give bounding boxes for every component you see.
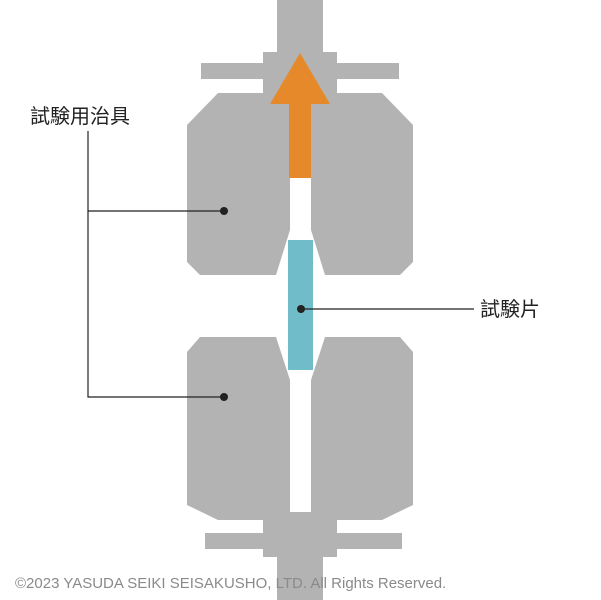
lower-jaw-left (187, 337, 290, 520)
fixture-upper-dot (220, 207, 228, 215)
specimen-bar (288, 240, 313, 370)
lower-crossbar (205, 533, 402, 549)
lower-fixture (187, 337, 413, 600)
upper-jaw-left (187, 93, 290, 275)
fixture-lower-dot (220, 393, 228, 401)
specimen-dot (297, 305, 305, 313)
lower-rod (277, 550, 323, 600)
upper-fixture (187, 0, 413, 275)
fixture-leader (87, 131, 224, 398)
arrow-up-icon (270, 53, 330, 178)
fixture-leader-lower (87, 211, 224, 398)
fixture-label: 試験用治具 (30, 105, 130, 128)
upper-rod (277, 0, 323, 60)
upper-jaw-right (311, 93, 413, 275)
specimen-label: 試験片 (480, 298, 540, 321)
copyright-notice: ©2023 YASUDA SEIKI SEISAKUSHO, LTD. All … (15, 575, 446, 592)
lower-jaw-right (311, 337, 413, 520)
